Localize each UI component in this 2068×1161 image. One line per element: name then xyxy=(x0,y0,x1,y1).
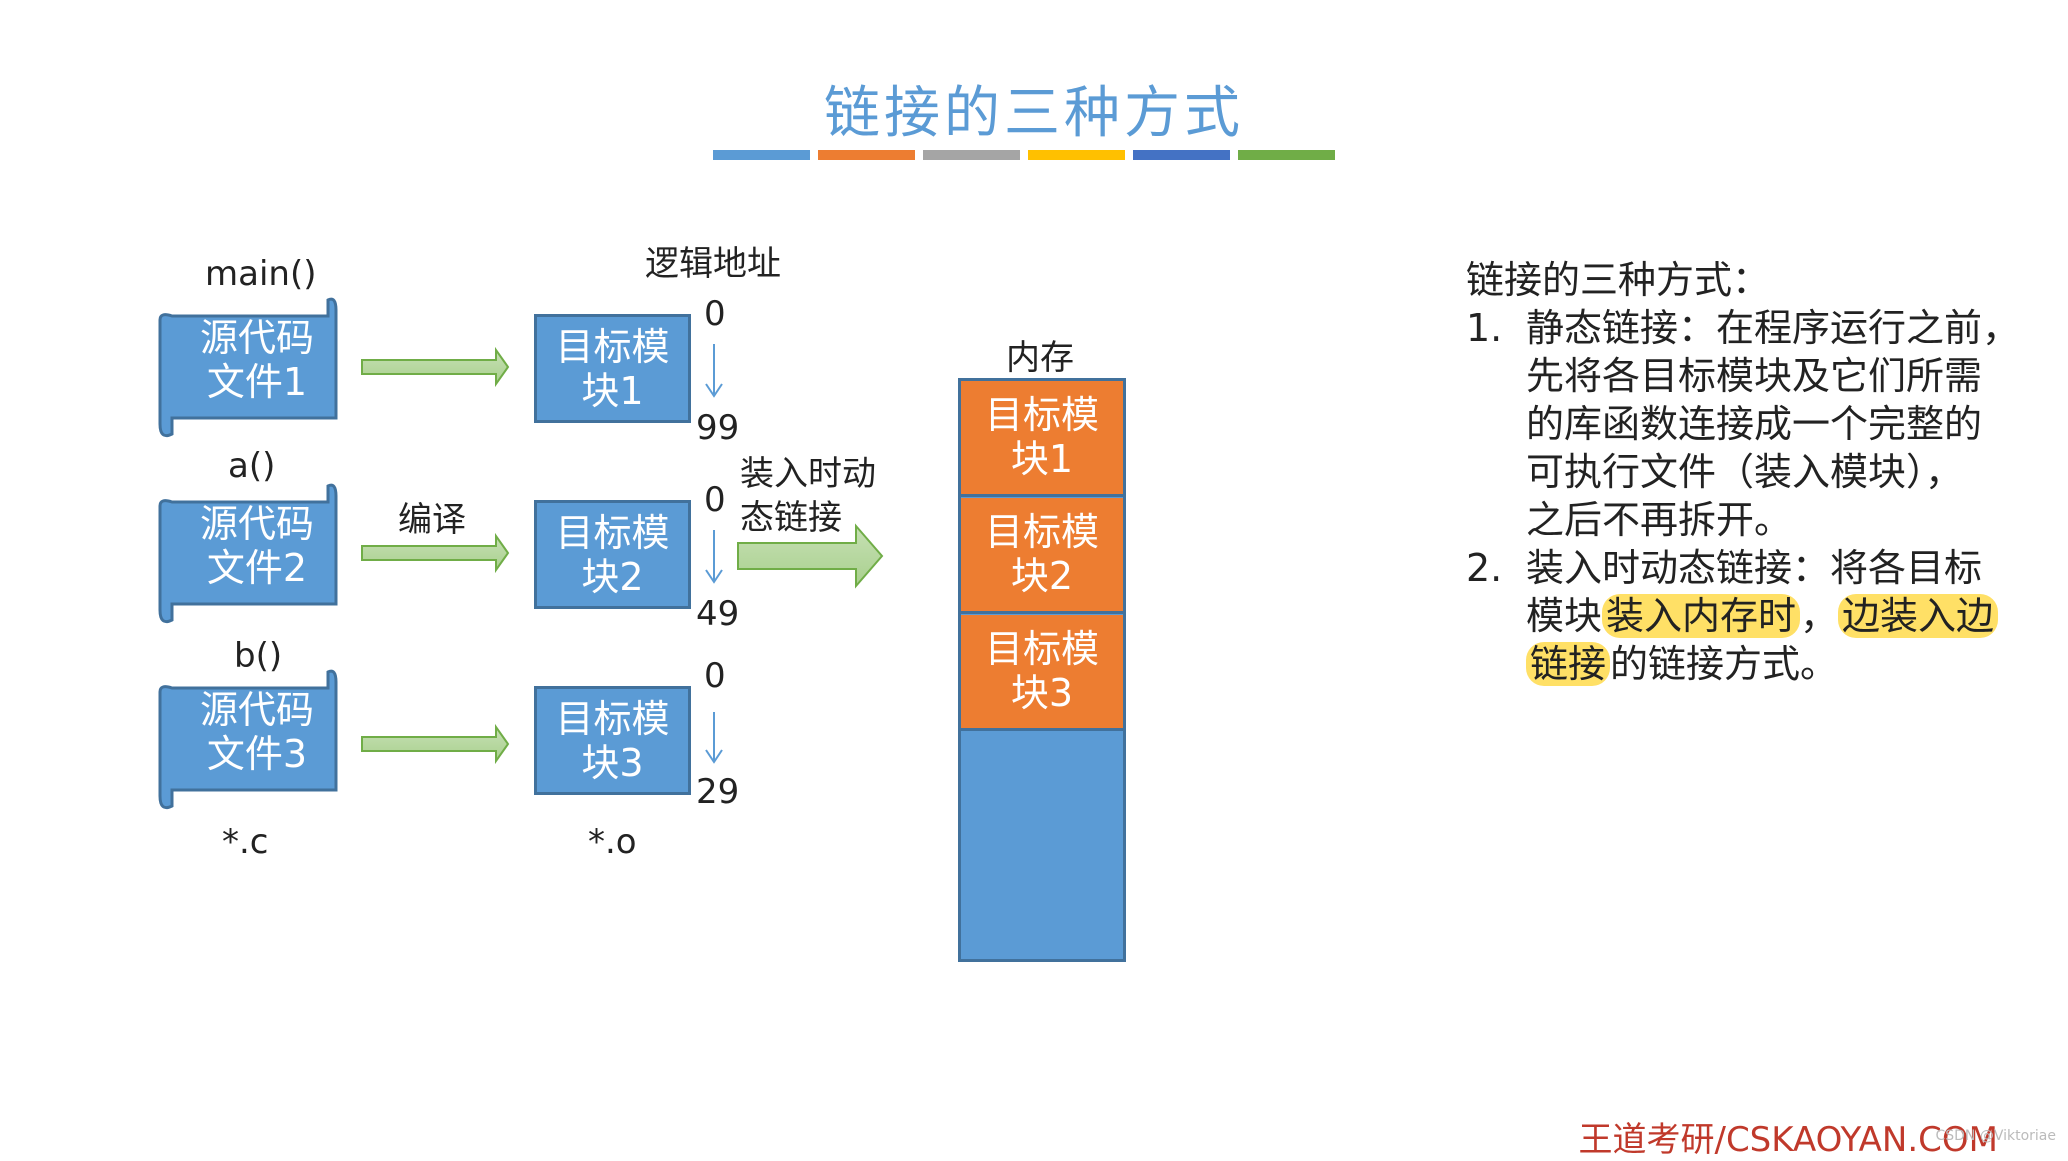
scroll-shape-3 xyxy=(158,669,338,810)
object-ext: *.o xyxy=(588,822,637,862)
memory-block-2-line2: 块2 xyxy=(1010,554,1074,598)
right-item-1: 1. 静态链接：在程序运行之前， 先将各目标模块及它们所需 的库函数连接成一个完… xyxy=(1466,304,2026,544)
source-file-2: 源代码 文件2 xyxy=(160,488,336,606)
logical-address-label: 逻辑地址 xyxy=(645,244,781,284)
memory-block-3-line2: 块3 xyxy=(1010,671,1074,715)
source-ext: *.c xyxy=(222,822,269,862)
object-module-1-line1: 目标模 xyxy=(555,325,670,369)
source-file-1-line1: 源代码 xyxy=(199,316,314,360)
source-file-1: 源代码 文件1 xyxy=(160,302,336,420)
memory-block-1: 目标模 块1 xyxy=(961,381,1123,497)
source-func-2: a() xyxy=(228,446,276,486)
right-item-2: 2. 装入时动态链接：将各目标 模块装入内存时，边装入边 链接的链接方式。 xyxy=(1466,544,2026,688)
bar-3 xyxy=(923,150,1020,160)
watermark: CSDN @Viktoriae xyxy=(1935,1128,2056,1144)
load-link-label-line1: 装入时动 xyxy=(740,454,876,494)
module-1-start: 0 xyxy=(704,294,726,334)
compile-label: 编译 xyxy=(398,500,466,540)
object-module-2: 目标模 块2 xyxy=(534,500,691,609)
object-module-2-line2: 块2 xyxy=(581,555,644,599)
object-module-3-line1: 目标模 xyxy=(555,697,670,741)
source-func-3: b() xyxy=(234,636,283,676)
compile-arrow-3 xyxy=(361,723,510,765)
item-2-text: 装入时动态链接：将各目标 模块装入内存时，边装入边 链接的链接方式。 xyxy=(1526,544,1999,688)
highlight-link: 链接 xyxy=(1526,642,1611,686)
memory-block-1-line1: 目标模 xyxy=(984,393,1099,437)
highlight-load-into-memory: 装入内存时 xyxy=(1602,594,1801,638)
source-func-1: main() xyxy=(205,254,317,294)
module-3-start: 0 xyxy=(704,656,726,696)
bar-1 xyxy=(713,150,810,160)
load-link-arrow xyxy=(737,523,884,589)
item-1-line-1: 静态链接：在程序运行之前， xyxy=(1526,306,2021,350)
item-1-number: 1. xyxy=(1466,306,1503,350)
source-file-3-line1: 源代码 xyxy=(199,688,314,732)
object-module-1-line2: 块1 xyxy=(581,369,644,413)
memory-column: 目标模 块1 目标模 块2 目标模 块3 xyxy=(958,378,1126,962)
item-1-line-5: 之后不再拆开。 xyxy=(1526,498,1793,542)
bar-2 xyxy=(818,150,915,160)
item-1-line-4: 可执行文件（装入模块）， xyxy=(1526,450,1964,494)
item-1-line-2: 先将各目标模块及它们所需 xyxy=(1526,354,1983,398)
scroll-shape-1 xyxy=(158,297,338,438)
item-2-line-3: 链接的链接方式。 xyxy=(1526,640,1998,688)
item-2-number: 2. xyxy=(1466,546,1503,590)
object-module-3-line2: 块3 xyxy=(581,741,644,785)
source-file-2-line2: 文件2 xyxy=(206,546,308,590)
memory-label: 内存 xyxy=(1006,338,1074,378)
highlight-load-while: 边装入边 xyxy=(1838,594,1999,638)
item-2-line-2-a: 模块 xyxy=(1526,594,1603,638)
scroll-shape-2 xyxy=(158,483,338,624)
item-1-text: 静态链接：在程序运行之前， 先将各目标模块及它们所需 的库函数连接成一个完整的 … xyxy=(1526,304,2020,544)
memory-block-2: 目标模 块2 xyxy=(961,498,1123,614)
source-file-2-line1: 源代码 xyxy=(199,502,314,546)
memory-block-1-line2: 块1 xyxy=(1010,437,1074,481)
bar-4 xyxy=(1028,150,1125,160)
object-module-3: 目标模 块3 xyxy=(534,686,691,795)
page-title: 链接的三种方式 xyxy=(824,81,1244,146)
compile-arrow-1 xyxy=(361,346,510,388)
load-link-label-line2: 态链接 xyxy=(740,498,842,538)
source-file-1-line2: 文件1 xyxy=(206,360,308,404)
item-2-line-2: 模块装入内存时，边装入边 xyxy=(1526,592,1999,640)
item-2-line-2-b: ， xyxy=(1800,594,1839,638)
compile-arrow-2 xyxy=(361,532,510,574)
module-1-end: 99 xyxy=(696,408,740,448)
module-2-end: 49 xyxy=(696,594,740,634)
bar-5 xyxy=(1133,150,1230,160)
bar-6 xyxy=(1238,150,1335,160)
item-2-line-3-b: 的链接方式。 xyxy=(1610,642,1839,686)
title-underline-bars xyxy=(713,150,1335,160)
module-2-start: 0 xyxy=(704,480,726,520)
source-file-3: 源代码 文件3 xyxy=(160,674,336,792)
memory-block-3: 目标模 块3 xyxy=(961,615,1123,731)
item-1-line-3: 的库函数连接成一个完整的 xyxy=(1526,402,1983,446)
object-module-2-line1: 目标模 xyxy=(555,511,670,555)
object-module-1: 目标模 块1 xyxy=(534,314,691,423)
module-3-end: 29 xyxy=(696,772,740,812)
right-heading: 链接的三种方式： xyxy=(1466,258,1771,302)
source-file-3-line2: 文件3 xyxy=(206,732,308,776)
memory-block-3-line1: 目标模 xyxy=(984,627,1099,671)
memory-block-2-line1: 目标模 xyxy=(984,510,1099,554)
address-arrows xyxy=(705,344,723,764)
item-2-line-1: 装入时动态链接：将各目标 xyxy=(1526,546,1983,590)
right-text-block: 链接的三种方式： 1. 静态链接：在程序运行之前， 先将各目标模块及它们所需 的… xyxy=(1466,256,2026,688)
